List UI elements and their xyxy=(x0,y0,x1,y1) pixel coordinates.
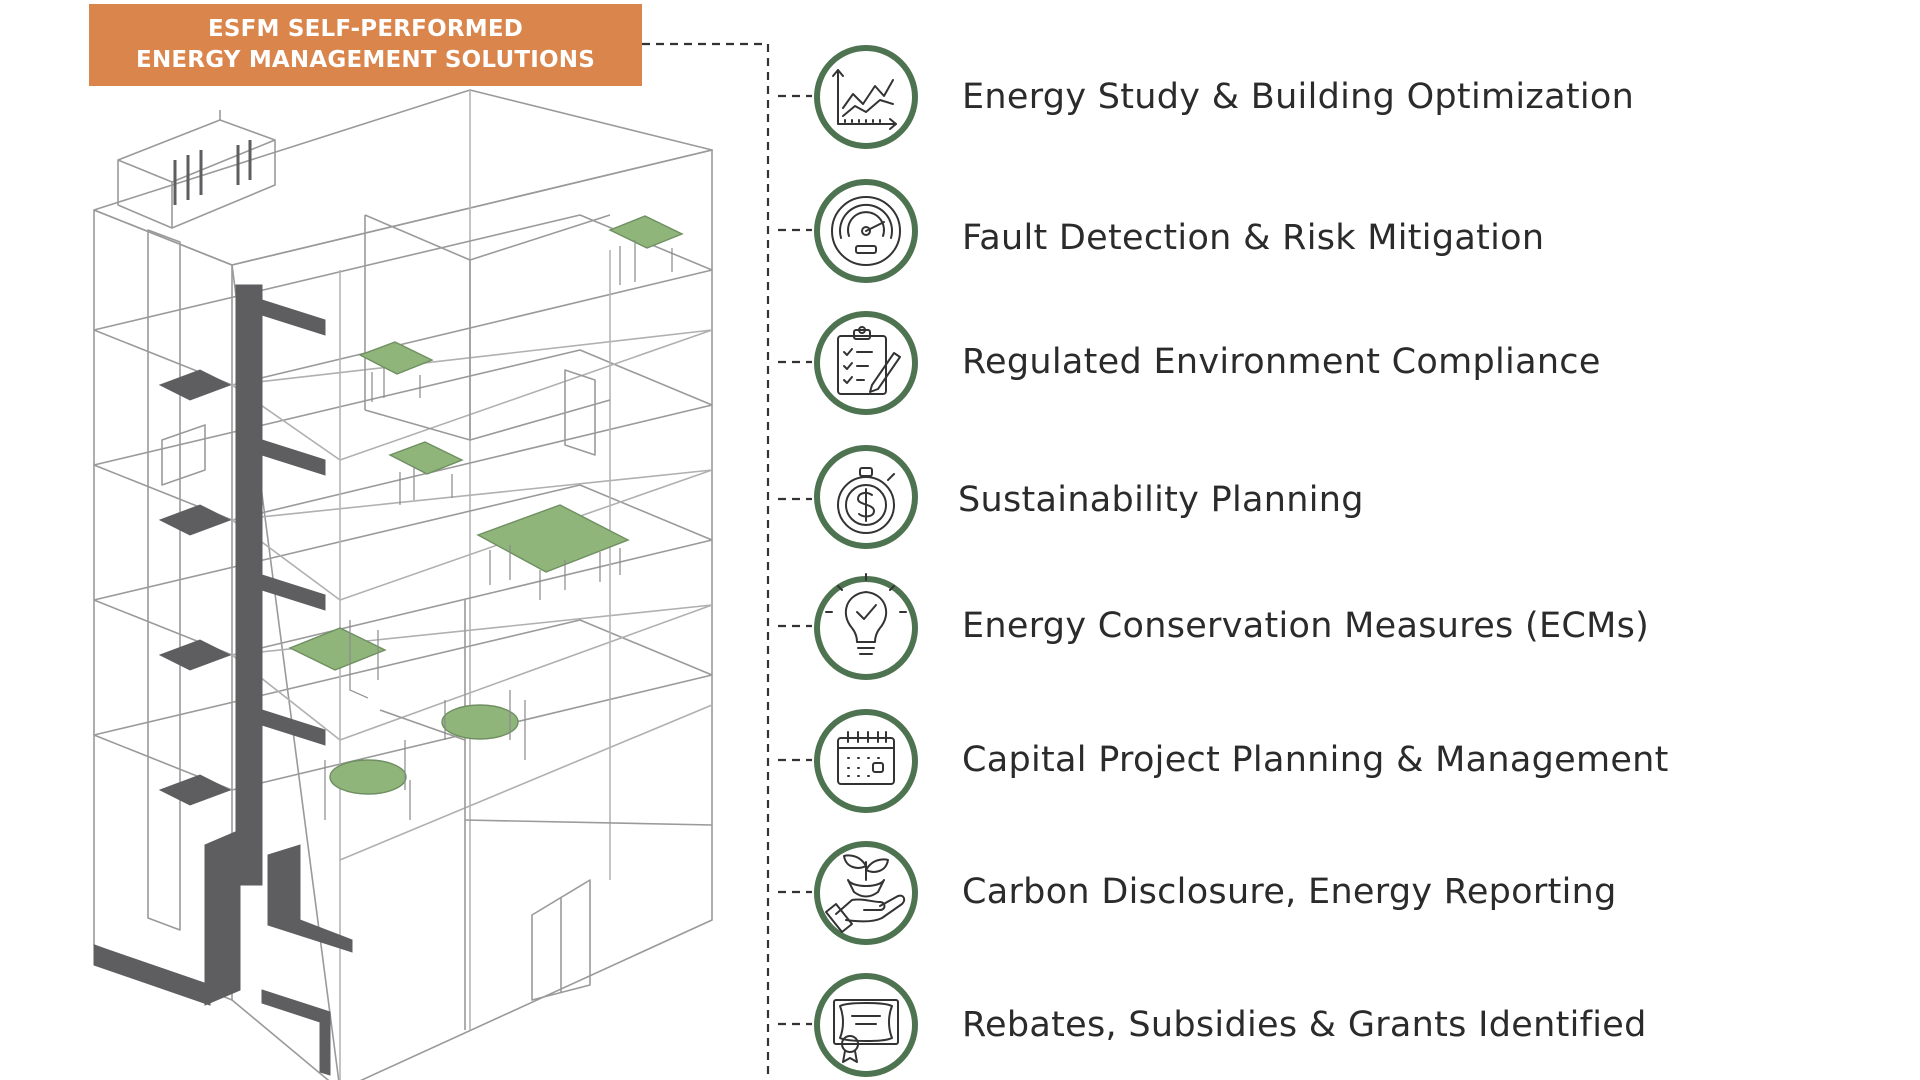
service-label-carbon-disclosure: Carbon Disclosure, Energy Reporting xyxy=(962,872,1617,912)
duct-riser xyxy=(235,284,263,886)
service-label-capital-projects: Capital Project Planning & Management xyxy=(962,740,1669,780)
service-label-sustainability: Sustainability Planning xyxy=(958,480,1364,520)
service-label-energy-study: Energy Study & Building Optimization xyxy=(962,77,1635,117)
stopwatch-dollar-icon xyxy=(837,467,895,534)
building-roof xyxy=(93,89,713,266)
calendar-icon xyxy=(837,731,895,785)
service-label-rebates: Rebates, Subsidies & Grants Identified xyxy=(962,1005,1647,1045)
hand-plant-icon xyxy=(825,854,906,933)
service-label-fault-detection: Fault Detection & Risk Mitigation xyxy=(962,218,1545,258)
lightbulb-check-icon xyxy=(825,573,907,655)
banner-line-1: ESFM SELF-PERFORMED xyxy=(207,16,524,42)
round-table xyxy=(329,759,407,795)
service-label-regulated-compliance: Regulated Environment Compliance xyxy=(962,342,1601,382)
desk xyxy=(358,341,434,375)
service-label-ecms: Energy Conservation Measures (ECMs) xyxy=(962,606,1650,646)
clipboard-pen-icon xyxy=(837,326,901,395)
title-banner: ESFM SELF-PERFORMED ENERGY MANAGEMENT SO… xyxy=(89,4,642,86)
conference-table xyxy=(476,504,630,573)
round-table xyxy=(441,704,519,740)
gauge-icon xyxy=(831,196,901,266)
line-chart-icon xyxy=(832,69,897,130)
banner-line-2: ENERGY MANAGEMENT SOLUTIONS xyxy=(136,47,595,73)
desk xyxy=(388,441,464,475)
desk xyxy=(288,627,387,671)
certificate-icon xyxy=(833,999,899,1063)
